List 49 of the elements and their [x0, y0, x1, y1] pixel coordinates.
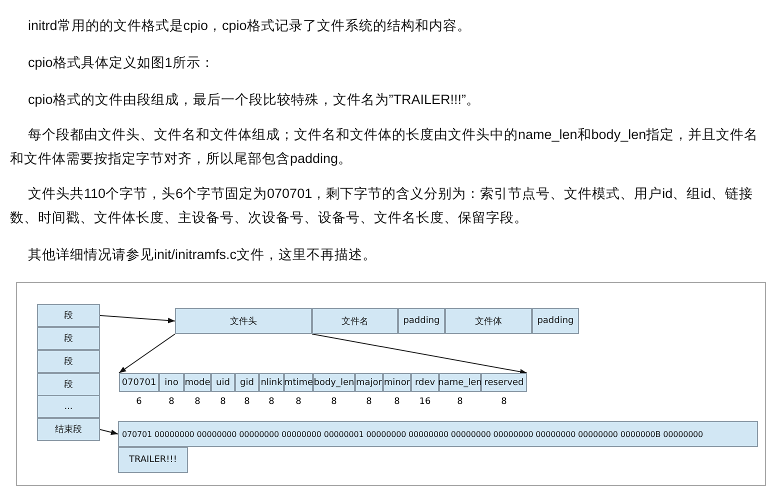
byte-count: 8	[500, 397, 508, 407]
header-field-box: uid	[211, 373, 235, 392]
byte-count: 6	[135, 397, 143, 407]
header-field-box: mode	[184, 373, 211, 392]
header-field-box: reserved	[481, 373, 527, 392]
segment-part-box: padding	[532, 308, 579, 334]
segment-cell: 结束段	[37, 418, 100, 441]
paragraph: cpio格式的文件由段组成，最后一个段比较特殊，文件名为”TRAILER!!!”。	[27, 91, 482, 109]
header-field-box: mtime	[284, 373, 313, 392]
segment-part-box: 文件体	[445, 308, 532, 334]
header-field-box: nlink	[259, 373, 284, 392]
header-field-box: ino	[159, 373, 184, 392]
header-field-box: rdev	[411, 373, 439, 392]
arrow	[118, 334, 176, 374]
segment-cell: 段	[37, 304, 100, 327]
arrow	[100, 315, 176, 324]
segment-part-box: 文件名	[312, 308, 398, 334]
paragraph: cpio格式具体定义如图1所示：	[27, 54, 216, 72]
header-field-box: name_len	[439, 373, 481, 392]
segment-cell: 段	[37, 373, 100, 396]
byte-count: 8	[194, 397, 202, 407]
byte-count: 8	[365, 397, 373, 407]
byte-count: 8	[219, 397, 227, 407]
arrow	[312, 334, 528, 374]
byte-count: 8	[243, 397, 251, 407]
byte-count: 8	[294, 397, 302, 407]
header-field-box: gid	[235, 373, 259, 392]
paragraph: initrd常用的的文件格式是cpio，cpio格式记录了文件系统的结构和内容。	[27, 17, 472, 35]
segment-part-box: 文件头	[175, 308, 312, 334]
byte-count: 16	[418, 397, 432, 407]
segment-part-box: padding	[398, 308, 445, 334]
header-field-box: major	[355, 373, 383, 392]
paragraph: 文件头共110个字节，头6个字节固定为070701，剩下字节的含义分别为：索引节点号、文件模式、用户id、组id、链接数、时间戳、文件体长度、主设备号、次设备号、设备号、文件名长度、保留字段。	[10, 185, 754, 227]
hex-data-box: 070701 00000000 00000000 00000000 00000000 00000001 00000000 00000000 00000000 00000000 00000000 00000000 0000000B 00000000	[118, 421, 758, 447]
segment-cell: 段	[37, 350, 100, 373]
filename-box: TRAILER!!!	[118, 447, 188, 473]
byte-count: 8	[330, 397, 338, 407]
byte-count: 8	[456, 397, 464, 407]
header-field-box: body_len	[313, 373, 355, 392]
segment-cell: ...	[37, 395, 100, 418]
header-field-box: 070701	[119, 373, 159, 392]
header-field-box: minor	[383, 373, 411, 392]
byte-count: 8	[393, 397, 401, 407]
paragraph: 其他详细情况请参见init/initramfs.c文件，这里不再描述。	[27, 246, 378, 264]
byte-count: 8	[168, 397, 176, 407]
byte-count: 8	[268, 397, 276, 407]
arrow	[100, 429, 118, 436]
segment-cell: 段	[37, 327, 100, 350]
paragraph: 每个段都由文件头、文件名和文件体组成；文件名和文件体的长度由文件头中的name_len和body_len指定，并且文件名和文件体需要按指定字节对齐，所以尾部包含padding。	[10, 126, 760, 168]
